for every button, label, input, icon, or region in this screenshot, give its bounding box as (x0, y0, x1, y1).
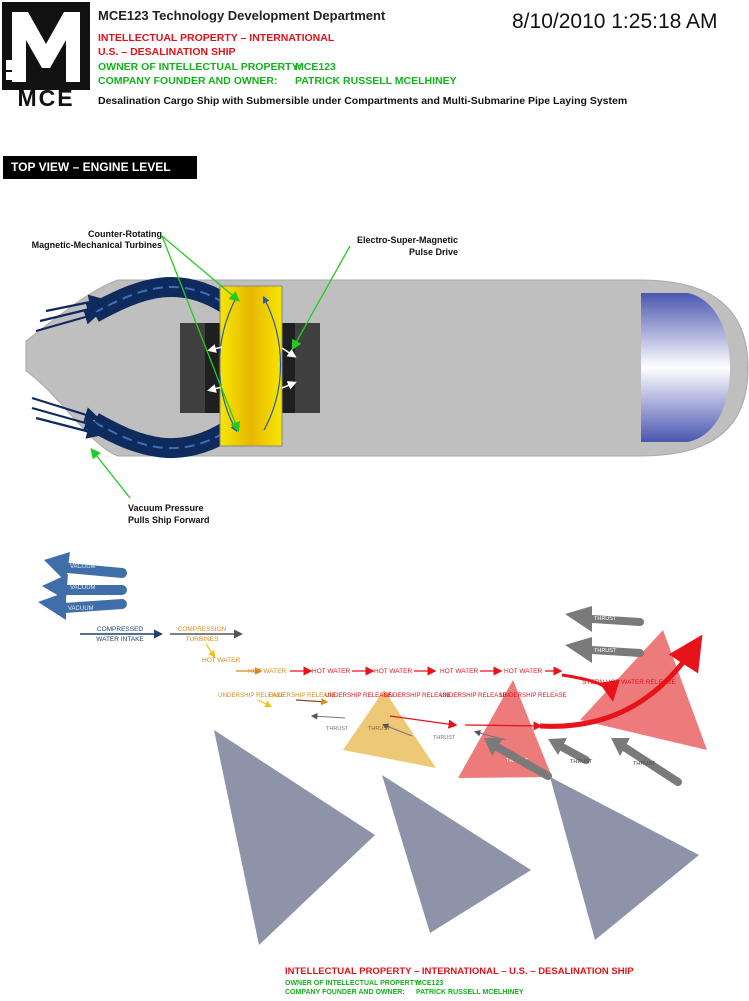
thrust-arrows-bottom: THRUST THRUST (484, 738, 682, 786)
footer-owner-value: MCE123 (416, 980, 444, 987)
hot-water-text-2: HOT WATER (312, 668, 350, 675)
timestamp: 8/10/2010 1:25:18 AM (512, 10, 718, 33)
ship-description: Desalination Cargo Ship with Submersible… (98, 95, 628, 107)
hot-water-text-1: HOT WATER (248, 668, 286, 675)
release-text-3: UNDERSHIP RELEASE (325, 692, 392, 699)
compression-text-1: COMPRESSION (178, 626, 227, 633)
release-text-1: UNDERSHIP RELEASE (218, 692, 285, 699)
undership-release-row: UNDERSHIP RELEASE UNDERSHIP RELEASE UNDE… (218, 692, 567, 708)
release-text-6: UNDERSHIP RELEASE (500, 692, 567, 699)
ship-title: U.S. – DESALINATION SHIP (98, 46, 236, 58)
logo-text: MCE (17, 85, 74, 108)
release-text-5: UNDERSHIP RELEASE (440, 692, 507, 699)
founder-label: COMPANY FOUNDER AND OWNER: (98, 75, 278, 87)
owner-value: MCE123 (295, 61, 336, 73)
owner-label: OWNER OF INTELLECTUAL PROPERTY: (98, 61, 302, 73)
hot-water-text-0: HOT WATER (202, 657, 240, 664)
thrust-text-8: THRUST (633, 761, 656, 767)
vacuum-pressure-label-1: Vacuum Pressure (128, 503, 204, 513)
ship-hull (25, 279, 749, 457)
triangle-yellow (343, 690, 436, 768)
compressed-text-1: COMPRESSED (97, 626, 144, 633)
compression-text-2: TURBINES (186, 636, 220, 643)
flow-diagram: VACUUM VACUUM VACUUM COMPRESSED WATER IN… (38, 552, 707, 945)
turbine-core (219, 285, 283, 447)
hot-water-row: HOT WATER HOT WATER HOT WATER HOT WATER … (236, 666, 563, 676)
vacuum-pressure-label-2: Pulls Ship Forward (128, 515, 210, 525)
thrust-text-2: THRUST (433, 735, 456, 741)
release-text-4: UNDERSHIP RELEASE (384, 692, 451, 699)
intake-arrows-upper (35, 294, 105, 333)
mce-logo: MCE (2, 2, 90, 108)
hot-water-text-5: HOT WATER (504, 668, 542, 675)
turbines-label-2: Magnetic-Mechanical Turbines (31, 240, 162, 250)
thrust-arrows-top: THRUST THRUST (565, 606, 644, 663)
intake-arrows-lower (31, 396, 103, 439)
stern-dome (641, 293, 730, 442)
pulse-drive-label-1: Electro-Super-Magnetic (356, 235, 458, 245)
founder-value: PATRICK RUSSELL MCELHINEY (295, 75, 457, 87)
hot-water-text-3: HOT WATER (374, 668, 412, 675)
compressed-text-2: WATER INTAKE (96, 636, 144, 643)
turbines-label-1: Counter-Rotating (88, 229, 162, 239)
hot-water-text-4: HOT WATER (440, 668, 478, 675)
vacuum-text-2: VACUUM (70, 585, 96, 591)
triangle-red-1 (458, 680, 552, 778)
thrust-text-7: THRUST (570, 759, 593, 765)
section-title: TOP VIEW – ENGINE LEVEL (3, 156, 197, 179)
release-text-2: UNDERSHIP RELEASE (269, 692, 336, 699)
ip-international: INTELLECTUAL PROPERTY – INTERNATIONAL (98, 32, 335, 44)
triangle-grey-1 (214, 730, 375, 945)
triangle-red-2 (580, 630, 707, 750)
vacuum-text-1: VACUUM (70, 564, 96, 570)
footer-ip-line: INTELLECTUAL PROPERTY – INTERNATIONAL – … (285, 966, 634, 977)
thrust-text-5: THRUST (594, 616, 617, 622)
footer-founder-label: COMPANY FOUNDER AND OWNER: (285, 989, 405, 996)
pulse-drive-label-2: Pulse Drive (408, 247, 458, 257)
thrust-text-3: THRUST (368, 726, 391, 732)
triangle-grey-2 (382, 775, 531, 933)
department-title: MCE123 Technology Development Department (98, 8, 386, 23)
vacuum-arrows: VACUUM VACUUM VACUUM (38, 552, 127, 620)
engine-top-view-diagram (25, 235, 749, 499)
footer-founder-value: PATRICK RUSSELL MCELHINEY (416, 989, 524, 996)
triangle-grey-3 (550, 777, 699, 940)
vacuum-text-3: VACUUM (68, 606, 94, 612)
thrust-text-6: THRUST (594, 648, 617, 654)
thrust-text-1: THRUST (326, 726, 349, 732)
stern-release-text: STERN HOT WATER RELEASE (582, 679, 676, 686)
footer-owner-label: OWNER OF INTELLECTUAL PROPERTY: (285, 980, 421, 987)
